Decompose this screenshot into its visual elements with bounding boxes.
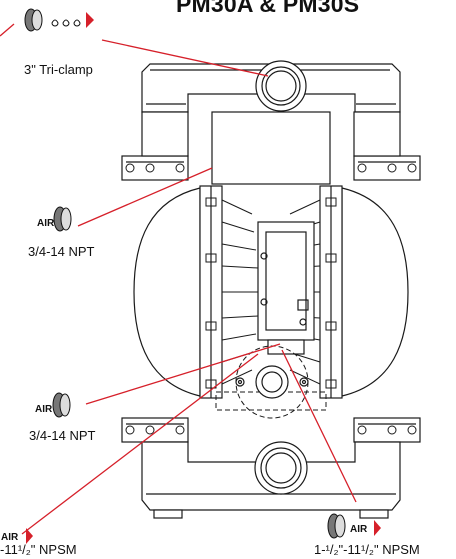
leader-air-inlet-upper bbox=[77, 167, 213, 227]
leader-air-exhaust-right bbox=[281, 349, 357, 503]
right-bottom-flange bbox=[353, 417, 421, 443]
left-diaphragm-housing bbox=[133, 187, 201, 397]
inlet-port bbox=[254, 441, 308, 495]
air-exhaust-left-label: -11¹/₂" NPSM bbox=[0, 542, 77, 557]
svg-text:AIR: AIR bbox=[350, 524, 368, 535]
air-inlet-upper-label: 3/4-14 NPT bbox=[28, 244, 95, 259]
leader-air-inlet-lower bbox=[85, 343, 281, 405]
air-exhaust-icon-right: AIR bbox=[327, 513, 381, 539]
air-exhaust-right-label: 1-¹/₂"-11¹/₂" NPSM bbox=[314, 542, 420, 557]
center-air-valve bbox=[257, 221, 315, 341]
air-fitting-icon-lower: AIR bbox=[35, 392, 71, 418]
air-fitting-icon: AIR bbox=[37, 206, 72, 232]
air-inlet-lower-label: 3/4-14 NPT bbox=[29, 428, 96, 443]
left-top-flange bbox=[121, 155, 189, 181]
fluid-port-icon bbox=[24, 8, 94, 32]
outlet-port bbox=[255, 60, 307, 112]
svg-text:AIR: AIR bbox=[37, 218, 55, 229]
left-bottom-flange bbox=[121, 417, 189, 443]
fluid-port-label: 3" Tri-clamp bbox=[24, 62, 93, 77]
leader-air-exhaust-left bbox=[21, 353, 259, 535]
air-exhaust-icon-left: AIR bbox=[1, 528, 33, 544]
exhaust-port bbox=[255, 365, 289, 399]
right-diaphragm-housing bbox=[341, 187, 409, 397]
diagram-title: PM30A & PM30S bbox=[176, 0, 360, 17]
svg-text:AIR: AIR bbox=[1, 532, 19, 543]
leader-fluid-port bbox=[101, 39, 269, 77]
right-top-flange bbox=[353, 155, 421, 181]
center-upper-body bbox=[211, 111, 331, 185]
svg-text:AIR: AIR bbox=[35, 404, 53, 415]
